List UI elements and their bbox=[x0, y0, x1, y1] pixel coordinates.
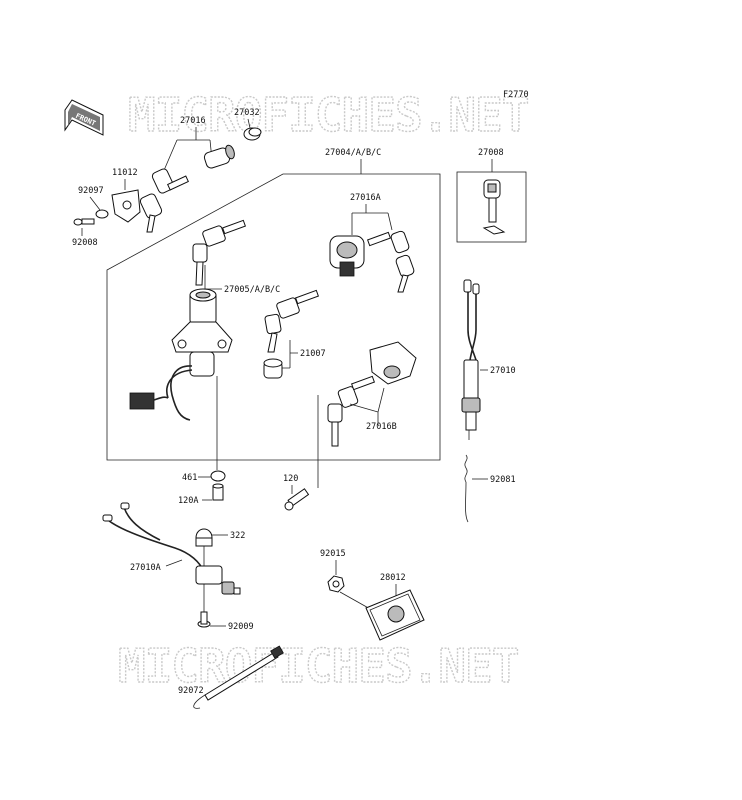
label-92008: 92008 bbox=[72, 238, 98, 248]
label-92015: 92015 bbox=[320, 549, 346, 559]
fuel-cap-lock-27016B bbox=[369, 341, 417, 385]
key-27016A-icon bbox=[366, 230, 415, 293]
screw-92009 bbox=[197, 611, 211, 628]
label-120: 120 bbox=[283, 474, 298, 484]
cable-tie-92072 bbox=[193, 645, 284, 709]
label-27016A: 27016A bbox=[350, 193, 381, 203]
leader-92015-plate bbox=[339, 591, 373, 611]
label-27016: 27016 bbox=[180, 116, 206, 126]
washer-92097 bbox=[95, 209, 109, 219]
label-21007: 21007 bbox=[300, 349, 326, 359]
bolt-120 bbox=[284, 488, 310, 511]
watermark-top: MICROFICHES.NET bbox=[128, 88, 528, 142]
lock-cylinder-27016 bbox=[203, 144, 235, 169]
spring-92081 bbox=[464, 454, 469, 523]
key-21007-icon bbox=[264, 289, 320, 353]
nut-461 bbox=[210, 470, 226, 482]
leader-92097 bbox=[89, 196, 101, 211]
label-461: 461 bbox=[182, 473, 197, 483]
label-27008: 27008 bbox=[478, 148, 504, 158]
label-27005: 27005/A/B/C bbox=[224, 285, 280, 295]
label-92072: 92072 bbox=[178, 686, 204, 696]
ignition-switch-27005 bbox=[129, 288, 233, 421]
leader-21007 bbox=[282, 340, 298, 369]
key-27016-icon bbox=[139, 168, 189, 233]
key-27005-icon bbox=[192, 219, 247, 286]
figure-code: F2770 bbox=[503, 90, 529, 100]
label-322: 322 bbox=[230, 531, 245, 541]
cap-nut-322 bbox=[195, 528, 213, 547]
label-92081: 92081 bbox=[490, 475, 516, 485]
bracket-11012 bbox=[111, 189, 141, 223]
key-27016B-icon bbox=[327, 375, 376, 447]
label-27010A: 27010A bbox=[130, 563, 161, 573]
label-28012: 28012 bbox=[380, 573, 406, 583]
leader-27010A bbox=[165, 559, 183, 567]
label-27032: 27032 bbox=[234, 108, 260, 118]
leader-27016 bbox=[161, 127, 213, 176]
label-92097: 92097 bbox=[78, 186, 104, 196]
key-blank-box-27008 bbox=[456, 171, 527, 243]
label-27010: 27010 bbox=[490, 366, 516, 376]
label-92009: 92009 bbox=[228, 622, 254, 632]
label-120A: 120A bbox=[178, 496, 198, 506]
seat-lock-27016A bbox=[329, 235, 365, 277]
front-arrow-icon: FRONT bbox=[64, 99, 104, 136]
o-ring-27032 bbox=[243, 127, 262, 141]
leader-27016B bbox=[349, 387, 385, 425]
label-27016B: 27016B bbox=[366, 422, 397, 432]
watermark-bottom: MICROFICHES.NET bbox=[118, 639, 518, 693]
nut-92015 bbox=[327, 575, 345, 593]
cap-21007 bbox=[263, 358, 283, 379]
bolt-120A bbox=[212, 483, 224, 501]
label-27004: 27004/A/B/C bbox=[325, 148, 381, 158]
key-blank-27008-icon bbox=[482, 179, 506, 235]
switch-27010A bbox=[102, 502, 241, 595]
leader-27032 bbox=[247, 118, 251, 129]
plate-28012 bbox=[365, 589, 425, 641]
group-box-27004 bbox=[106, 173, 441, 461]
label-11012: 11012 bbox=[112, 168, 138, 178]
leader-27016A bbox=[351, 204, 393, 235]
switch-27010 bbox=[461, 279, 481, 440]
screw-92008 bbox=[73, 218, 95, 226]
